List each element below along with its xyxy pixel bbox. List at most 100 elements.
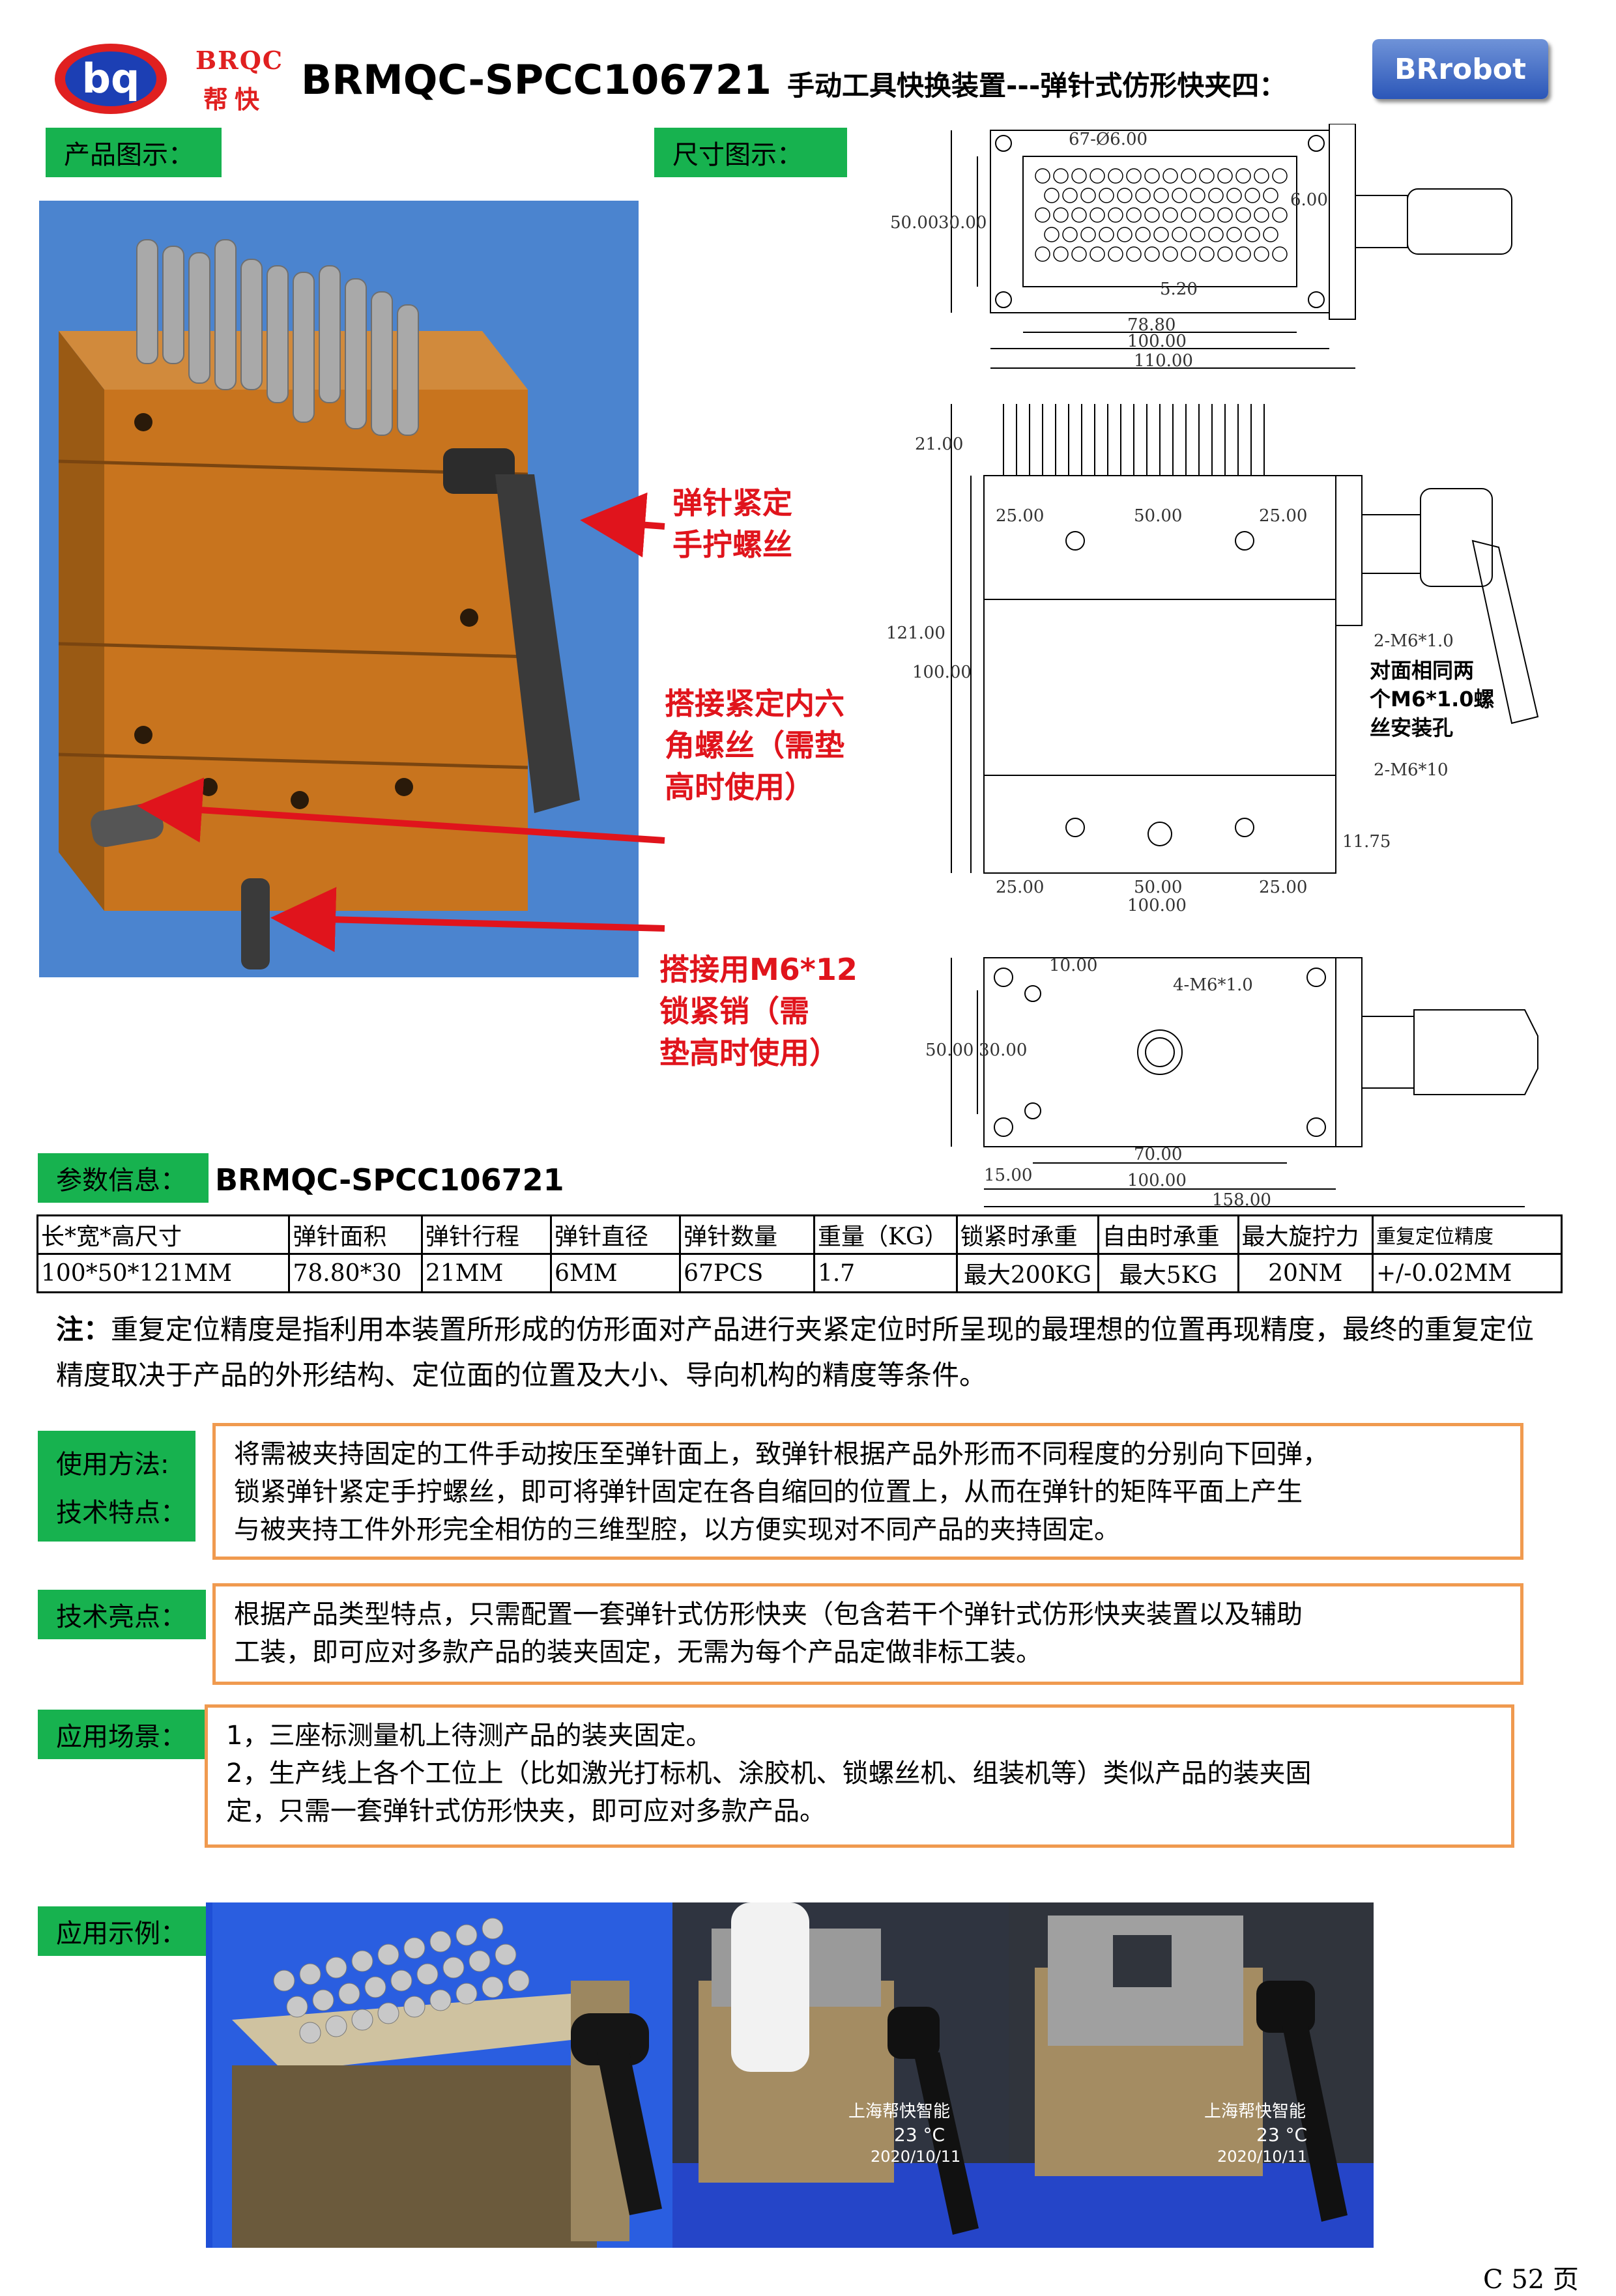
scene-line3: 定，只需一套弹针式仿形快夹，即可应对多款产品。 (226, 1796, 826, 1826)
spec-header-cell: 自由时承重 (1097, 1214, 1239, 1255)
usage-label-line1: 使用方法: (56, 1450, 169, 1480)
highlight-line2: 工装，即可应对多款产品的装夹固定，无需为每个产品定做非标工装。 (234, 1637, 1042, 1667)
precision-note: 注：重复定位精度是指利用本装置所形成的仿形面对产品进行夹紧定位时所呈现的最理想的… (56, 1307, 1548, 1398)
callout-locking-pin-line2: 锁紧销（需 (659, 994, 809, 1029)
usage-box: 将需被夹持固定的工件手动按压至弹针面上，致弹针根据产品外形而不同程度的分别向下回… (212, 1423, 1523, 1560)
logo-text-chinese: 帮快 (203, 85, 267, 114)
photo3-temp: 23 °C (1256, 2124, 1308, 2145)
usage-line2: 锁紧弹针紧定手拧螺丝，即可将弹针固定在各自缩回的位置上，从而在弹针的矩阵平面上产… (234, 1477, 1303, 1507)
spec-table: 长*宽*高尺寸 弹针面积 弹针行程 弹针直径 弹针数量 重量（KG） 锁紧时承重… (36, 1214, 1563, 1293)
dim-side-hole-spec-2: 2-M6*10 (1374, 760, 1449, 780)
callout-thumb-screw: 弹针紧定 手拧螺丝 (672, 482, 792, 566)
usage-line1: 将需被夹持固定的工件手动按压至弹针面上，致弹针根据产品外形而不同程度的分别向下回… (234, 1439, 1329, 1469)
product-render-image (39, 201, 639, 977)
dim-bottom-15: 15.00 (984, 1166, 1032, 1185)
highlight-label: 技术亮点： (38, 1590, 206, 1639)
dim-side-121: 121.00 (886, 624, 945, 643)
dimension-drawing-side-view: 21.00 25.00 50.00 25.00 121.00 100.00 2-… (886, 404, 1539, 912)
highlight-box: 根据产品类型特点，只需配置一套弹针式仿形快夹（包含若干个弹针式仿形快夹装置以及辅… (212, 1583, 1523, 1685)
dimension-drawing-top-view: 67-Ø6.00 50.00 30.00 6.00 5.20 78.80 100… (890, 124, 1512, 371)
dim-side-25c: 25.00 (996, 878, 1044, 897)
example-photo-1-svg (212, 1902, 672, 2248)
spec-value-cell: 20NM (1237, 1253, 1374, 1293)
page-number: C 52 页 (1483, 2265, 1579, 2295)
dim-pin-spec: 67-Ø6.00 (1069, 130, 1147, 149)
usage-label: 使用方法: 技术特点： (38, 1431, 195, 1542)
scene-box: 1，三座标测量机上待测产品的装夹固定。 2，生产线上各个工位上（比如激光打标机、… (205, 1704, 1514, 1848)
dim-side-25b: 25.00 (1259, 506, 1307, 526)
dim-bottom-30: 30.00 (979, 1040, 1027, 1060)
dim-top-30: 30.00 (938, 213, 987, 233)
scene-line1: 1，三座标测量机上待测产品的装夹固定。 (226, 1721, 712, 1751)
logo-text-brqc: BRQC (195, 46, 284, 75)
scene-label: 应用场景： (38, 1710, 206, 1759)
dim-side-21: 21.00 (915, 435, 963, 454)
dim-side-100v: 100.00 (912, 663, 972, 682)
callout-locking-pin-line3: 垫高时使用） (659, 1035, 839, 1070)
spec-table-value-row: 100*50*121MM 78.80*30 21MM 6MM 67PCS 1.7… (36, 1253, 1563, 1293)
photo3-date: 2020/10/11 (1217, 2147, 1308, 2166)
side-note-line1: 对面相同两 (1370, 658, 1474, 683)
scene-line2: 2，生产线上各个工位上（比如激光打标机、涂胶机、锁螺丝机、组装机等）类似产品的装… (226, 1758, 1312, 1788)
spec-value-cell: 78.80*30 (288, 1253, 423, 1293)
dim-side-50: 50.00 (1134, 506, 1182, 526)
spec-value-cell: 21MM (420, 1253, 552, 1293)
photo2-date: 2020/10/11 (871, 2147, 961, 2166)
spec-value-cell: 最大200KG (955, 1253, 1100, 1293)
spec-header-cell: 弹针直径 (549, 1214, 682, 1255)
callout-hex-screw-line2: 角螺丝（需垫 (665, 728, 844, 763)
photo2-temp: 23 °C (894, 2124, 945, 2145)
dim-side-25a: 25.00 (996, 506, 1044, 526)
example-photo-1 (206, 1902, 672, 2248)
page-title: BRMQC-SPCC106721 (301, 56, 772, 104)
spec-value-cell: 100*50*121MM (36, 1253, 291, 1293)
spec-header-cell: 弹针行程 (420, 1214, 552, 1255)
spec-header-cell: 长*宽*高尺寸 (36, 1214, 291, 1255)
dim-top-100: 100.00 (1127, 332, 1187, 351)
callout-hex-screw: 搭接紧定内六 角螺丝（需垫 高时使用） (665, 683, 844, 808)
spec-header-cell: 最大旋拧力 (1237, 1214, 1374, 1255)
dim-bottom-70: 70.00 (1134, 1145, 1182, 1164)
example-label: 应用示例： (38, 1906, 206, 1956)
spec-header-cell: 锁紧时承重 (955, 1214, 1100, 1255)
dim-bottom-10: 10.00 (1049, 956, 1097, 975)
params-model: BRMQC-SPCC106721 (215, 1162, 564, 1198)
dim-side-25d: 25.00 (1259, 878, 1307, 897)
callout-thumb-screw-line2: 手拧螺丝 (672, 527, 792, 562)
spec-header-cell: 重复定位精度 (1371, 1214, 1563, 1255)
dimension-label: 尺寸图示： (654, 128, 847, 177)
usage-label-line2: 技术特点： (56, 1498, 186, 1528)
example-photo-3-svg (1009, 1902, 1374, 2248)
spec-value-cell: 6MM (549, 1253, 682, 1293)
logo-mark-text: bq (82, 55, 140, 102)
dim-bottom-158: 158.00 (1212, 1190, 1271, 1210)
photo3-watermark: 上海帮快智能 (1204, 2102, 1306, 2121)
product-render-svg (58, 239, 580, 969)
dim-bottom-hole-spec: 4-M6*1.0 (1173, 975, 1253, 995)
callout-locking-pin: 搭接用M6*12 锁紧销（需 垫高时使用） (659, 949, 858, 1074)
dim-top-5-2: 5.20 (1160, 280, 1198, 299)
photo2-watermark: 上海帮快智能 (848, 2102, 951, 2121)
params-label: 参数信息： (38, 1153, 209, 1203)
brand-button[interactable]: BRrobot (1372, 39, 1548, 99)
dim-side-hole-spec-1: 2-M6*1.0 (1374, 631, 1454, 651)
dim-side-11-75: 11.75 (1342, 832, 1391, 852)
side-note-line3: 丝安装孔 (1370, 715, 1453, 740)
product-image-label: 产品图示： (46, 128, 222, 177)
example-photo-3: 上海帮快智能 23 °C 2020/10/11 (1009, 1902, 1374, 2248)
dim-top-78-8: 78.80 (1127, 315, 1176, 335)
note-label: 注： (56, 1313, 111, 1345)
callout-locking-pin-line1: 搭接用M6*12 (659, 952, 858, 987)
page-subtitle: 手动工具快换装置---弹针式仿形快夹四： (787, 70, 1287, 102)
dim-bottom-50: 50.00 (925, 1040, 974, 1060)
callout-hex-screw-line3: 高时使用） (665, 769, 815, 805)
dim-side-100h: 100.00 (1127, 896, 1187, 912)
callout-hex-screw-line1: 搭接紧定内六 (665, 686, 844, 721)
company-logo: bq (55, 44, 167, 114)
spec-value-cell: +/-0.02MM (1371, 1253, 1563, 1293)
callout-thumb-screw-line1: 弹针紧定 (672, 485, 792, 521)
note-text: 重复定位精度是指利用本装置所形成的仿形面对产品进行夹紧定位时所呈现的最理想的位置… (56, 1313, 1535, 1391)
dim-top-110: 110.00 (1134, 351, 1193, 371)
usage-line3: 与被夹持工件外形完全相仿的三维型腔，以方便实现对不同产品的夹持固定。 (234, 1515, 1120, 1545)
spec-value-cell: 67PCS (679, 1253, 815, 1293)
